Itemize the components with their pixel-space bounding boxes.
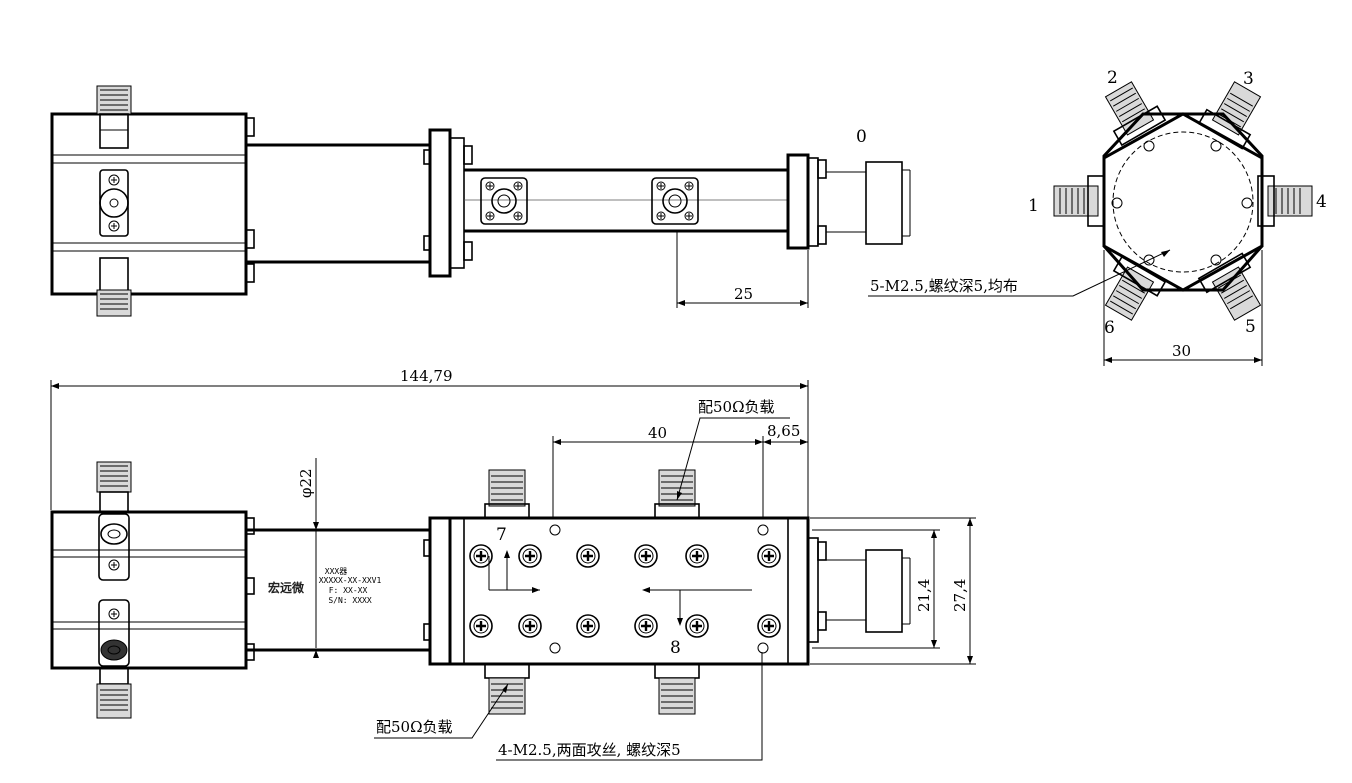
screw-inner (580, 618, 596, 634)
front-connector-bottom (96, 599, 132, 719)
port-7-label: 7 (496, 525, 507, 545)
screw-head (469, 544, 493, 568)
hex-body (1102, 112, 1264, 292)
front-body-connector-top-1 (484, 469, 530, 519)
screw-head (757, 614, 781, 638)
end-view: 5-M2.5,螺纹深5,均布 30 1 2 3 4 5 6 (868, 68, 1327, 366)
screw-cross (583, 621, 593, 631)
screw-head (634, 614, 658, 638)
port-1-label: 1 (1028, 196, 1039, 216)
front-view: 144,79 (50, 367, 976, 761)
port-0-label: 0 (856, 127, 867, 147)
screw-inner (580, 548, 596, 564)
screw-head (469, 614, 493, 638)
screw-cross (764, 551, 774, 561)
dim-25-label: 25 (734, 285, 753, 303)
nameplate: 宏远微 XXX器 XXXXX-XX-XXV1 F: XX-XX S/N: XXX… (268, 567, 381, 605)
top-connector-center (99, 169, 129, 237)
screw-inner (522, 618, 538, 634)
nameplate-line-4: S/N: XXXX (328, 596, 372, 605)
front-connector-top (96, 461, 132, 581)
dim-total-label: 144,79 (400, 367, 453, 385)
screw-inner (689, 548, 705, 564)
nameplate-line-1: XXX器 (325, 567, 347, 576)
port-6-label: 6 (1104, 318, 1115, 338)
screw-head (576, 614, 600, 638)
end-thread-note: 5-M2.5,螺纹深5,均布 (870, 277, 1018, 295)
front-body-connector-bottom-2 (654, 663, 700, 715)
screw-head (576, 544, 600, 568)
screw-cross (764, 621, 774, 631)
screw-head (518, 614, 542, 638)
load-note-top: 配50Ω负载 (698, 398, 775, 416)
port-5-label: 5 (1245, 317, 1256, 337)
screw-inner (638, 618, 654, 634)
screw-head (757, 544, 781, 568)
dim-30-label: 30 (1172, 342, 1191, 360)
screw-inner (761, 618, 777, 634)
screw-head (685, 544, 709, 568)
dim-diameter-label: φ22 (297, 468, 315, 498)
screw-inner (522, 548, 538, 564)
nameplate-line-2: XXXXX-XX-XXV1 (319, 576, 382, 585)
top-connector-down (96, 257, 132, 317)
screw-cross (525, 621, 535, 631)
top-view: 25 0 (50, 85, 911, 317)
screw-head (518, 544, 542, 568)
screw-inner (638, 548, 654, 564)
end-connector-1 (1053, 175, 1105, 227)
front-body-connector-bottom-1 (484, 663, 530, 715)
port-4-label: 4 (1316, 192, 1327, 212)
screw-inner (689, 618, 705, 634)
dim-8-65-label: 8,65 (767, 422, 800, 440)
screw-cross (476, 621, 486, 631)
nameplate-line-3: F: XX-XX (329, 586, 368, 595)
port-8-label: 8 (670, 638, 681, 658)
dim-27-4-label: 27,4 (951, 579, 969, 612)
screw-cross (641, 621, 651, 631)
front-block (50, 510, 248, 670)
screw-head (634, 544, 658, 568)
top-sq-connector-2 (651, 177, 699, 225)
top-block (50, 112, 248, 296)
screw-cross (641, 551, 651, 561)
end-connector-4 (1257, 175, 1313, 227)
screw-inner (473, 618, 489, 634)
screw-cross (692, 551, 702, 561)
screw-cross (692, 621, 702, 631)
port-3-label: 3 (1243, 69, 1254, 89)
screw-inner (473, 548, 489, 564)
dim-21-4-label: 21,4 (915, 579, 933, 612)
screw-cross (583, 551, 593, 561)
screw-cross (525, 551, 535, 561)
port-2-label: 2 (1107, 68, 1118, 88)
top-connector-up (96, 85, 132, 149)
top-sq-connector-1 (480, 177, 528, 225)
screw-inner (761, 548, 777, 564)
nameplate-logo: 宏远微 (268, 580, 305, 595)
load-note-bottom: 配50Ω负载 (376, 718, 453, 736)
front-thread-note: 4-M2.5,两面攻丝, 螺纹深5 (498, 741, 681, 759)
dim-40-label: 40 (648, 424, 667, 442)
screw-head (685, 614, 709, 638)
front-screws (469, 544, 781, 638)
screw-cross (476, 551, 486, 561)
